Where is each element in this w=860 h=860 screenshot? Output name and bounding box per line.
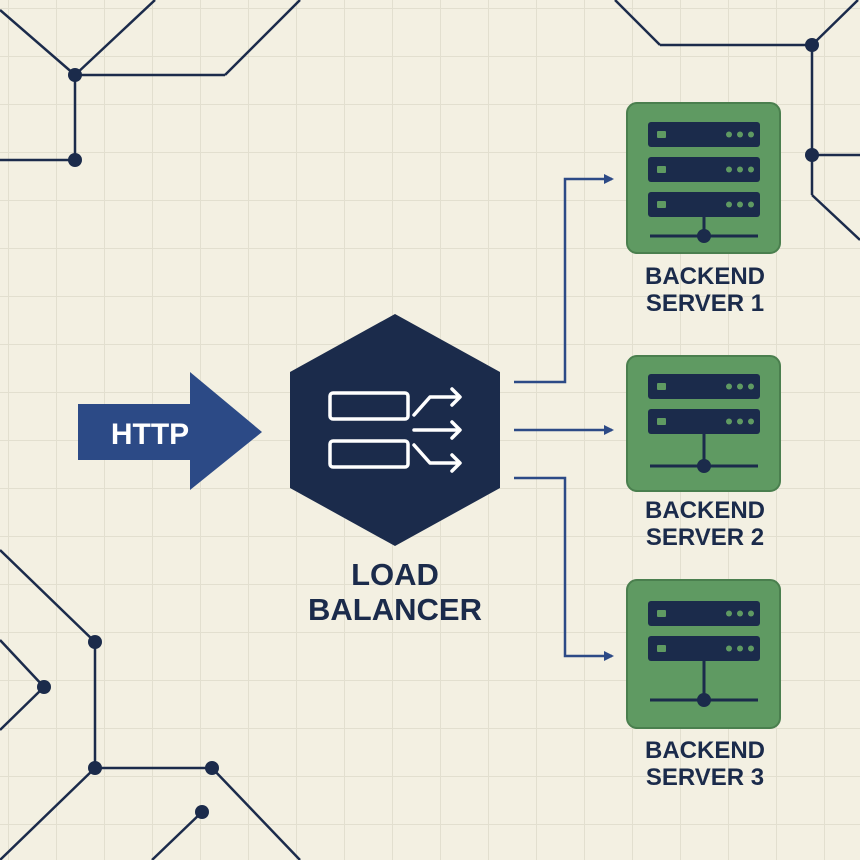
- server-2-label-line-1: BACKEND: [645, 497, 765, 524]
- http-label: HTTP: [111, 418, 189, 451]
- server-2-label-line-2: SERVER 2: [645, 523, 765, 551]
- connector-server-1: [514, 174, 614, 384]
- backend-server-3: [626, 579, 781, 729]
- connectors: [514, 174, 614, 661]
- circuit-decoration-top-left: [0, 0, 301, 162]
- circuit-nodes-top-right: [805, 38, 819, 162]
- load-balancer-icon: [328, 387, 462, 473]
- server-1-label: BACKEND SERVER 1: [595, 263, 815, 318]
- circuit-decoration-top-right: [614, 0, 860, 241]
- circuit-nodes-top-left: [68, 68, 82, 167]
- server-3-label-line-1: BACKEND: [645, 737, 765, 764]
- load-balancer-label-line-2: BALANCER: [308, 591, 482, 627]
- backend-server-1: [626, 102, 781, 254]
- load-balancer-label: LOAD BALANCER: [270, 557, 520, 627]
- circuit-decoration-bottom-left: [0, 549, 301, 860]
- backend-server-2: [626, 355, 781, 492]
- server-1-label-line-2: SERVER 1: [645, 289, 765, 317]
- server-rack-icon: [648, 374, 760, 473]
- server-rack-icon: [648, 601, 760, 707]
- circuit-nodes-bottom-left: [37, 635, 219, 819]
- server-2-label: BACKEND SERVER 2: [595, 497, 815, 552]
- server-3-label-line-2: SERVER 3: [645, 763, 765, 791]
- server-1-label-line-1: BACKEND: [645, 263, 765, 290]
- load-balancer-label-line-1: LOAD: [351, 557, 439, 592]
- server-3-label: BACKEND SERVER 3: [595, 737, 815, 792]
- http-arrow: [78, 372, 262, 490]
- connector-server-3: [514, 476, 614, 661]
- server-rack-icon: [648, 122, 760, 243]
- load-balancer-hexagon: [290, 314, 500, 546]
